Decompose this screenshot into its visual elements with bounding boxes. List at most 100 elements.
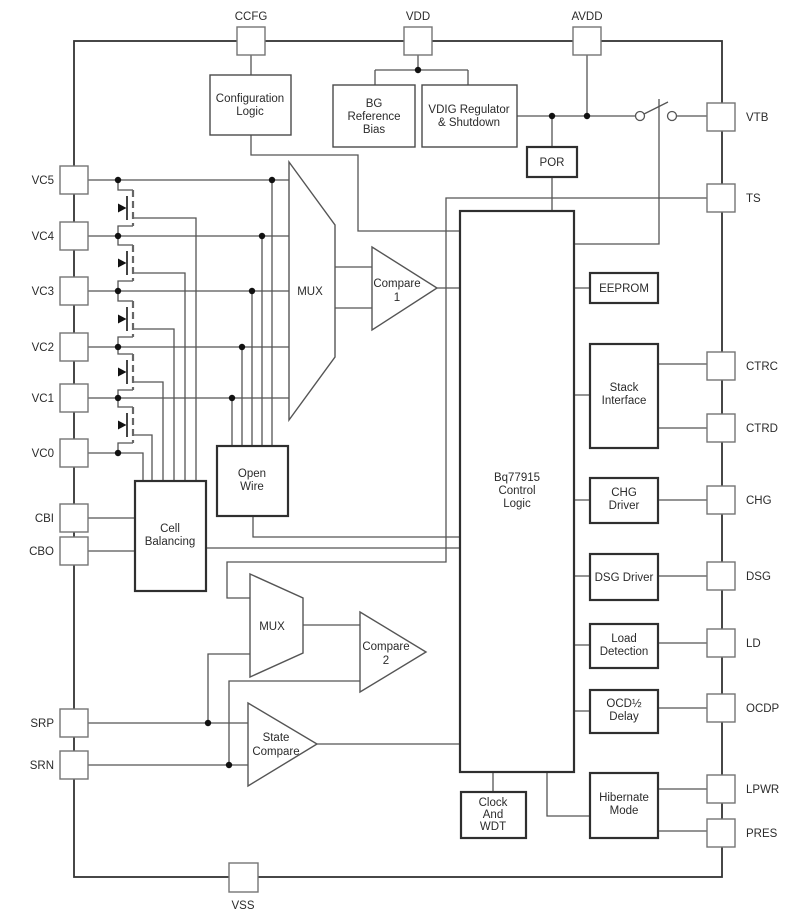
balancing-mosfets — [117, 180, 197, 481]
block-label: Hibernate — [599, 792, 649, 804]
block-label: Delay — [609, 711, 639, 723]
block-clock-wdt: Clock And WDT — [459, 790, 528, 840]
pin-srp: SRP — [30, 708, 89, 738]
block-label: Interface — [602, 395, 647, 407]
block-label: Open — [238, 468, 266, 480]
mosfet-icon — [117, 291, 175, 481]
block-label: Clock — [479, 797, 508, 809]
block-label: State — [263, 732, 290, 744]
pin-cbo: CBO — [29, 536, 89, 566]
junction-dots — [114, 66, 591, 769]
pin-dsg: DSG — [706, 561, 771, 591]
pin-vtb: VTB — [706, 102, 769, 132]
pin-vc2: VC2 — [32, 332, 89, 362]
pin-label: CCFG — [235, 11, 268, 23]
mosfet-icon — [117, 180, 197, 481]
block-label: Balancing — [145, 536, 196, 548]
block-label: Stack — [610, 382, 639, 394]
block-label: EEPROM — [599, 283, 649, 295]
pin-label: CBI — [35, 513, 54, 525]
pin-label: DSG — [746, 571, 771, 583]
block-label: Driver — [609, 500, 640, 512]
state-compare-shape: State Compare — [247, 701, 319, 788]
block-label: MUX — [297, 286, 323, 298]
pin-label: VC0 — [32, 448, 54, 460]
wires — [88, 55, 707, 832]
mux2-shape: MUX — [249, 572, 304, 679]
pin-label: VC4 — [32, 231, 55, 243]
block-label: MUX — [259, 621, 285, 633]
block-label: Compare — [252, 746, 299, 758]
block-bg-reference-bias: BG Reference Bias — [332, 84, 416, 148]
pin-srn: SRN — [30, 750, 89, 780]
block-label: BG — [366, 98, 383, 110]
pin-vss: VSS — [228, 862, 259, 912]
block-label: OCD½ — [606, 698, 642, 710]
pin-vc5: VC5 — [32, 165, 89, 195]
pin-label: CTRD — [746, 423, 778, 435]
pin-vc0: VC0 — [32, 438, 89, 468]
pin-ccfg: CCFG — [235, 11, 268, 56]
block-label: Bias — [363, 124, 386, 136]
block-control-logic: Bq77915 Control Logic — [458, 209, 576, 774]
pin-cbi: CBI — [35, 503, 89, 533]
pin-chg: CHG — [706, 485, 772, 515]
block-por: POR — [525, 145, 579, 179]
pin-vc3: VC3 — [32, 276, 89, 306]
pin-label: PRES — [746, 828, 778, 840]
block-label: Reference — [347, 111, 400, 123]
block-label: WDT — [480, 821, 506, 833]
pin-ctrd: CTRD — [706, 413, 778, 443]
block-label: & Shutdown — [438, 117, 500, 129]
pin-label: VSS — [231, 900, 254, 912]
block-label: Compare — [362, 641, 409, 653]
block-chg-driver: CHG Driver — [588, 476, 660, 525]
pin-label: VTB — [746, 112, 769, 124]
pin-label: TS — [746, 193, 761, 205]
pin-ld: LD — [706, 628, 761, 658]
pin-label: AVDD — [571, 11, 602, 23]
compare2-shape: Compare 2 — [359, 610, 428, 694]
block-label: 2 — [383, 655, 389, 667]
pin-label: OCDP — [746, 703, 780, 715]
block-configuration-logic: Configuration Logic — [209, 74, 292, 136]
compare1-shape: Compare 1 — [371, 245, 439, 332]
block-vdig-regulator: VDIG Regulator & Shutdown — [421, 84, 518, 148]
block-label: Control — [498, 485, 535, 497]
block-stack-interface: Stack Interface — [588, 342, 660, 450]
block-label: POR — [540, 157, 565, 169]
pin-label: CTRC — [746, 361, 778, 373]
pin-label: CHG — [746, 495, 772, 507]
block-dsg-driver: DSG Driver — [588, 552, 660, 602]
pin-label: VDD — [406, 11, 430, 23]
block-label: Logic — [503, 498, 531, 510]
pin-label: SRP — [30, 718, 54, 730]
block-label: Configuration — [216, 93, 284, 105]
pin-label: CBO — [29, 546, 54, 558]
pin-label: SRN — [30, 760, 54, 772]
mosfet-icon — [117, 398, 153, 481]
vtb-switch-icon — [634, 110, 678, 122]
pin-vc1: VC1 — [32, 383, 89, 413]
pin-label: VC3 — [32, 286, 54, 298]
pin-label: VC1 — [32, 393, 54, 405]
mux1-shape: MUX — [288, 159, 336, 423]
pin-pres: PRES — [706, 818, 778, 848]
block-label: And — [483, 809, 503, 821]
block-label: Mode — [610, 805, 639, 817]
block-eeprom: EEPROM — [588, 271, 660, 305]
chip-outline — [73, 40, 723, 878]
block-label: Wire — [240, 481, 264, 493]
block-label: Cell — [160, 523, 180, 535]
block-ocd-delay: OCD½ Delay — [588, 688, 660, 735]
pin-ts: TS — [706, 183, 761, 213]
block-label: Bq77915 — [494, 472, 540, 484]
block-label: Compare — [373, 278, 420, 290]
pin-ocdp: OCDP — [706, 693, 780, 723]
pin-vc4: VC4 — [32, 221, 89, 251]
mosfet-icon — [117, 236, 186, 481]
block-label: DSG Driver — [595, 572, 654, 584]
pin-label: LD — [746, 638, 761, 650]
pin-avdd: AVDD — [571, 11, 603, 56]
